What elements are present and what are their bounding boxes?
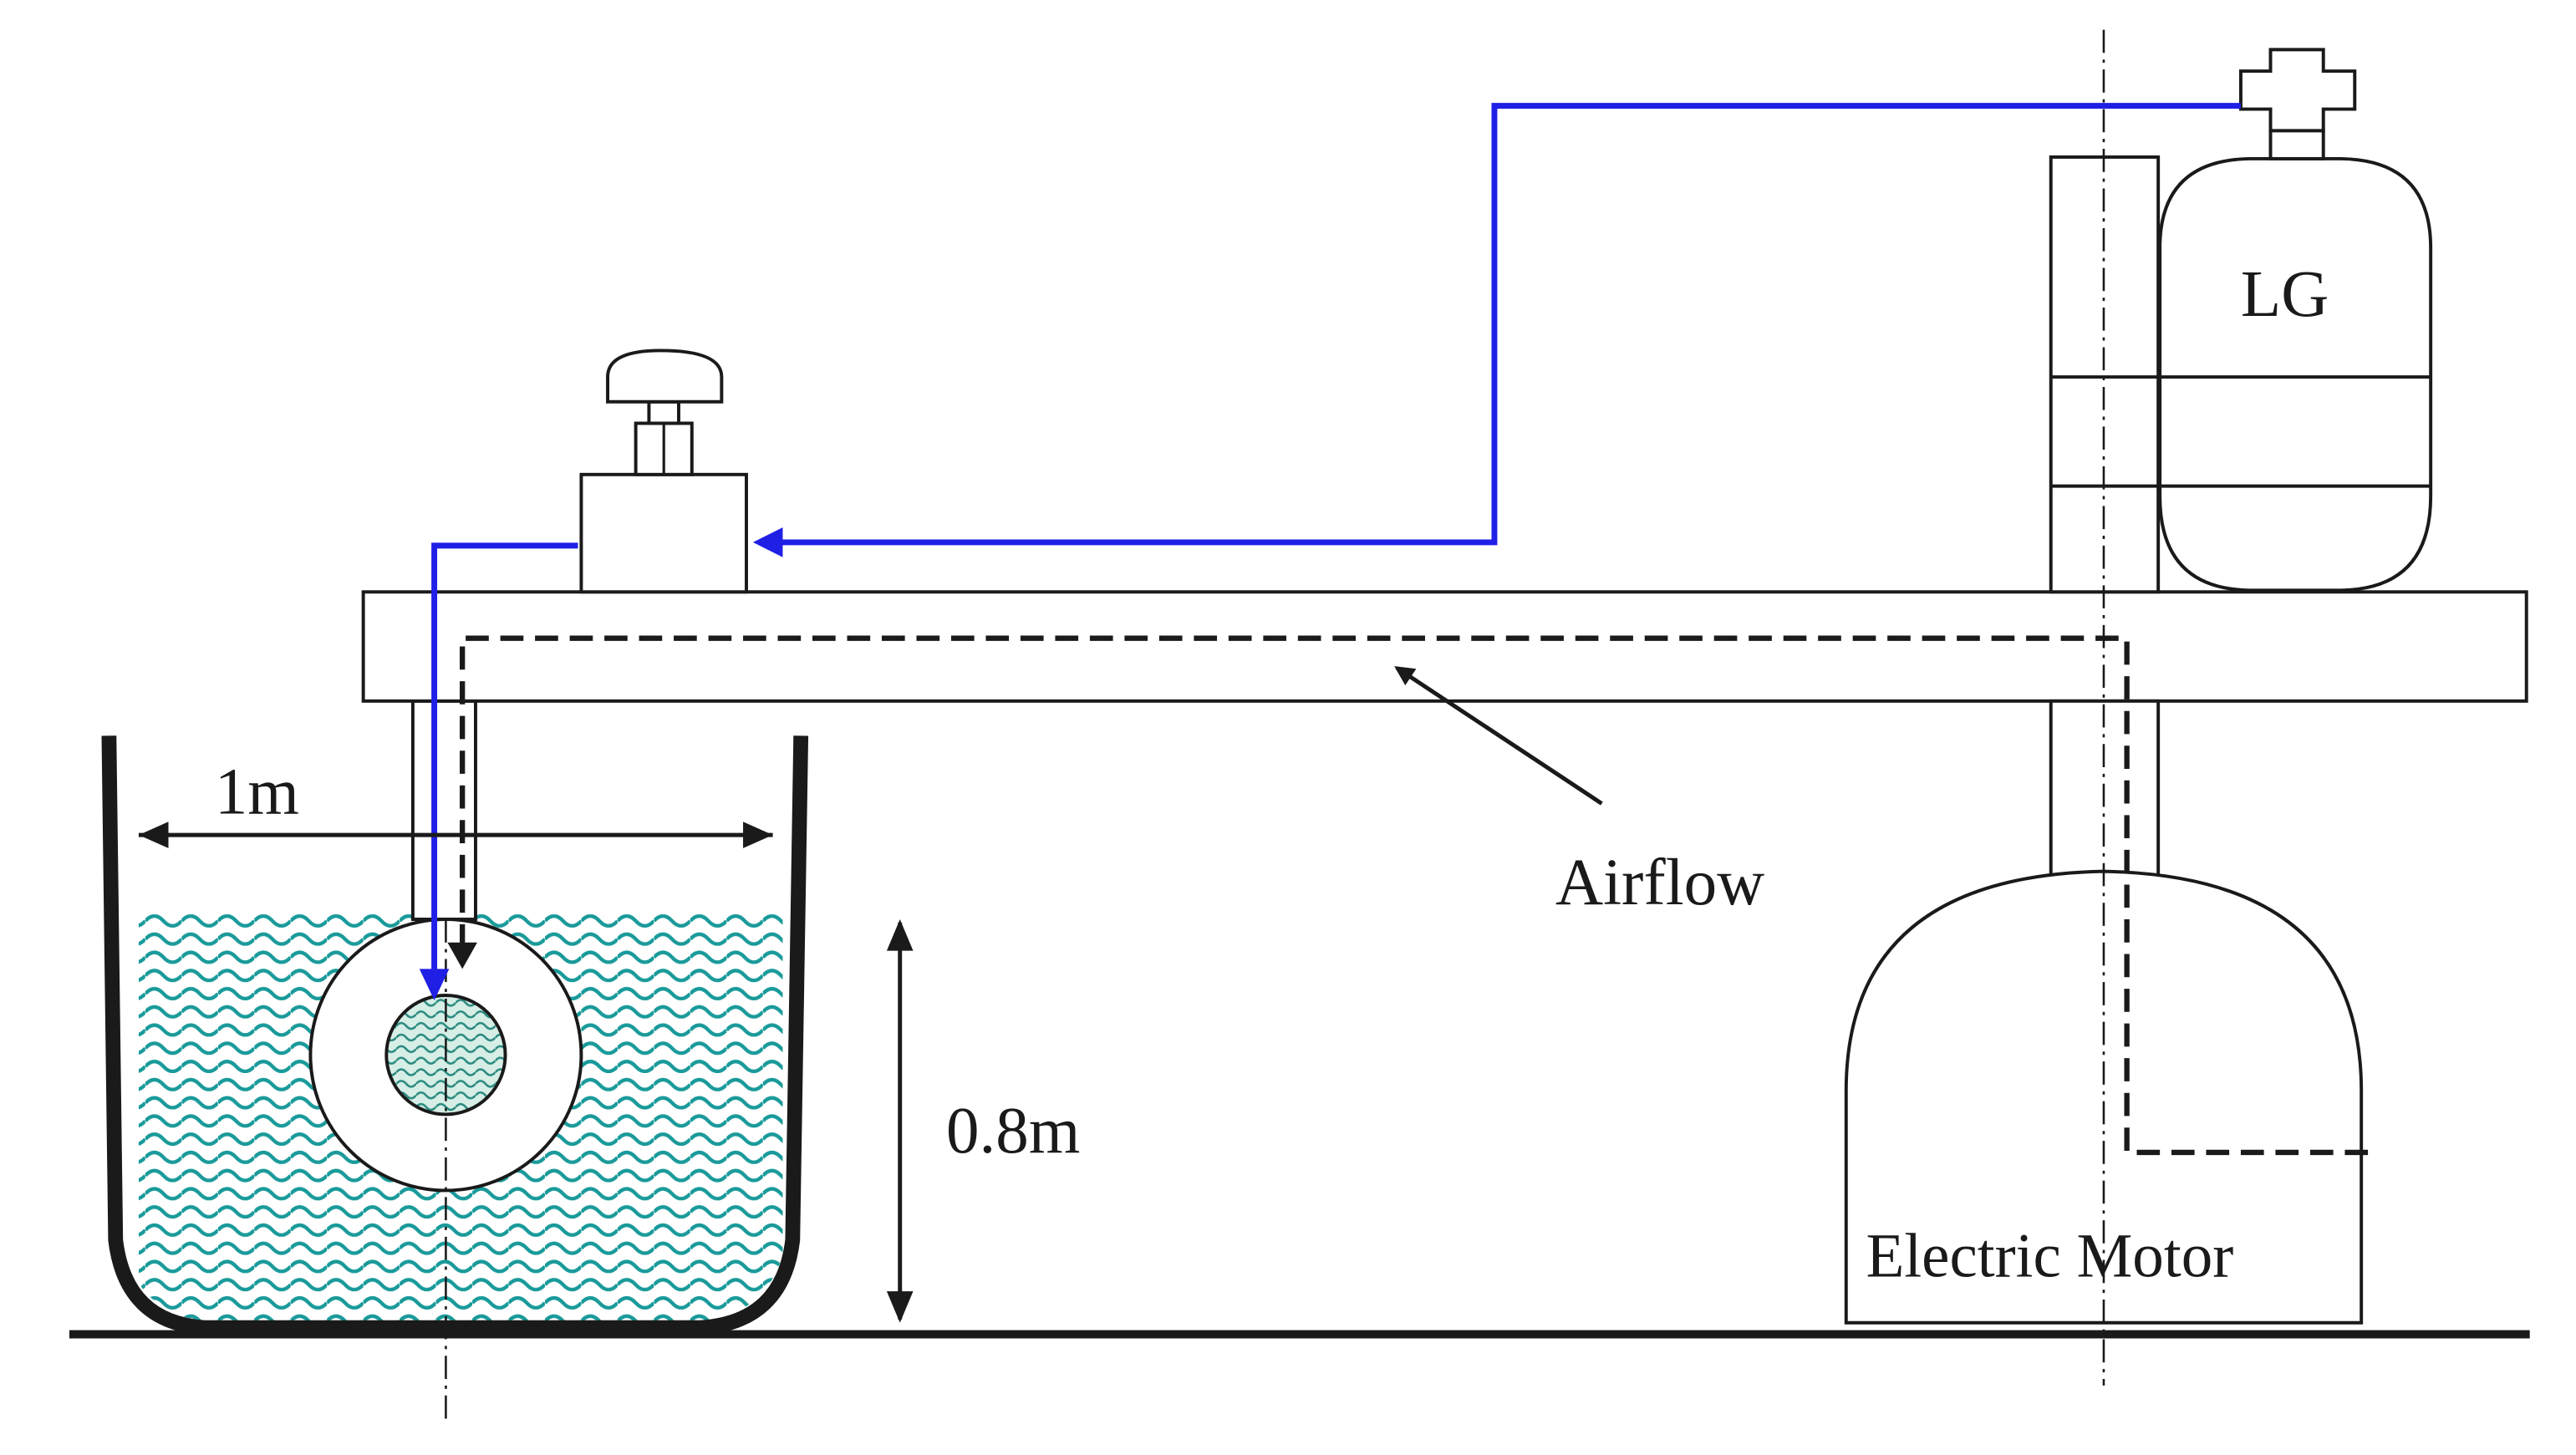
width-arrow-right	[743, 822, 773, 848]
airflow-path	[460, 635, 2369, 1156]
airflow-label: Airflow	[1555, 847, 1764, 919]
tank-width-label: 1m	[215, 755, 299, 828]
gas-feed-arrowhead	[419, 969, 450, 1000]
cylinder-body	[2158, 156, 2433, 593]
motor-label: Electric Motor	[1866, 1221, 2233, 1290]
width-arrow-left	[138, 822, 169, 848]
valve-knob-icon[interactable]	[606, 348, 724, 404]
cylinder-neck	[2268, 129, 2325, 160]
gas-supply-line	[776, 103, 2241, 546]
airflow-pointer-arrow	[1394, 666, 1603, 806]
tank-wall	[101, 735, 809, 1335]
gas-cylinder	[2050, 48, 2433, 593]
depth-arrow-bottom	[886, 1291, 914, 1323]
feed-pipe	[410, 699, 477, 921]
depth-arrow-top	[886, 918, 914, 951]
gas-flow-arrowhead	[752, 527, 783, 557]
cylinder-valve-cross-icon	[2238, 48, 2357, 133]
support-beam	[361, 590, 2528, 703]
airflow-arrowhead	[447, 942, 477, 969]
valve	[579, 348, 748, 594]
gas-feed-line	[431, 542, 578, 976]
valve-neck	[647, 399, 680, 425]
valve-body	[579, 472, 748, 594]
cylinder-label: LG	[2241, 258, 2329, 331]
depth-label: 0.8m	[946, 1095, 1080, 1168]
